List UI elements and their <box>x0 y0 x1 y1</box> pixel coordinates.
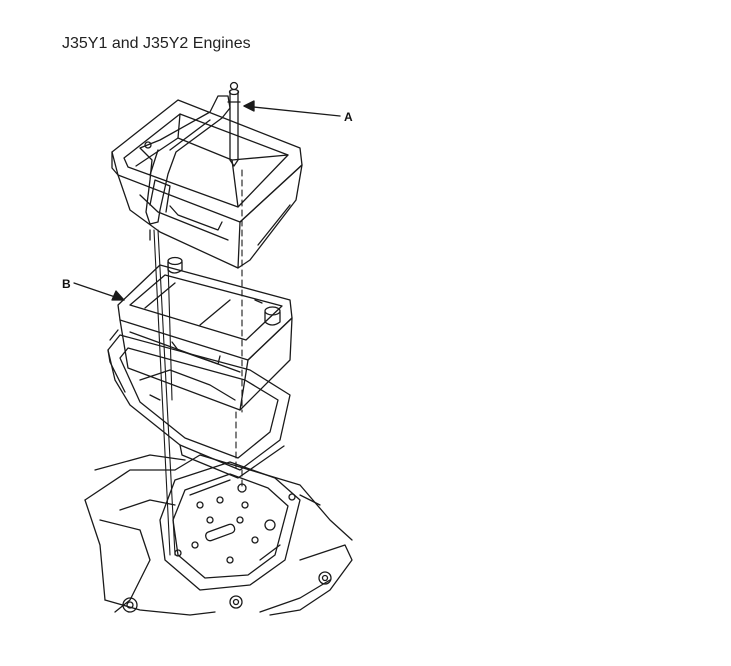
hold-down-bracket <box>139 81 241 241</box>
callout-a-label: A <box>344 110 353 124</box>
callout-a-leader <box>243 100 341 117</box>
callout-b-label: B <box>62 277 71 291</box>
battery <box>109 256 293 411</box>
alignment-lines-solid <box>153 229 176 556</box>
page-title: J35Y1 and J35Y2 Engines <box>62 35 251 52</box>
battery-base-tray <box>84 454 353 616</box>
callout-b-leader <box>73 282 125 301</box>
alignment-lines <box>235 169 243 491</box>
battery-cover-box <box>111 99 303 269</box>
